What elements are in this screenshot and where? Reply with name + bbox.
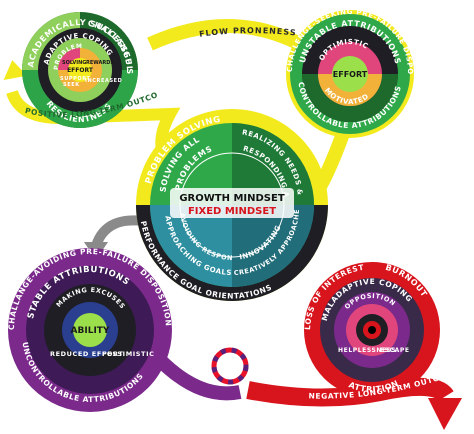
tl-inner-left: SUPPORT bbox=[60, 76, 90, 82]
tl-inner-right: INCREASED bbox=[85, 78, 122, 84]
br-inner-b: HELPLESSNESS bbox=[338, 347, 396, 354]
bottom-right-wheel bbox=[304, 262, 440, 398]
fixed-mindset-label: FIXED MINDSET bbox=[188, 206, 276, 217]
purple-tail bbox=[155, 354, 242, 401]
br-inner-c: ESCAPE bbox=[380, 347, 410, 354]
top-right-wheel bbox=[286, 10, 414, 138]
bl-center: ABILITY bbox=[71, 326, 110, 336]
bottom-left-wheel bbox=[8, 248, 172, 412]
link-ring bbox=[211, 347, 249, 385]
top-left-wheel bbox=[22, 12, 138, 128]
growth-mindset-label: GROWTH MINDSET bbox=[179, 193, 284, 204]
center-wheel bbox=[136, 109, 328, 301]
tl-ring3-c: REWARDS bbox=[86, 60, 114, 66]
bl-inner-c: PESSIMISTIC bbox=[102, 350, 154, 358]
tl-inner-mid: SEEK bbox=[63, 82, 80, 88]
bl-inner-b: REDUCED EFFORT bbox=[50, 350, 123, 358]
tr-center: EFFORT bbox=[333, 70, 368, 79]
tl-ring3-b: SOLVING bbox=[62, 60, 86, 66]
tl-center: EFFORT bbox=[67, 67, 94, 74]
